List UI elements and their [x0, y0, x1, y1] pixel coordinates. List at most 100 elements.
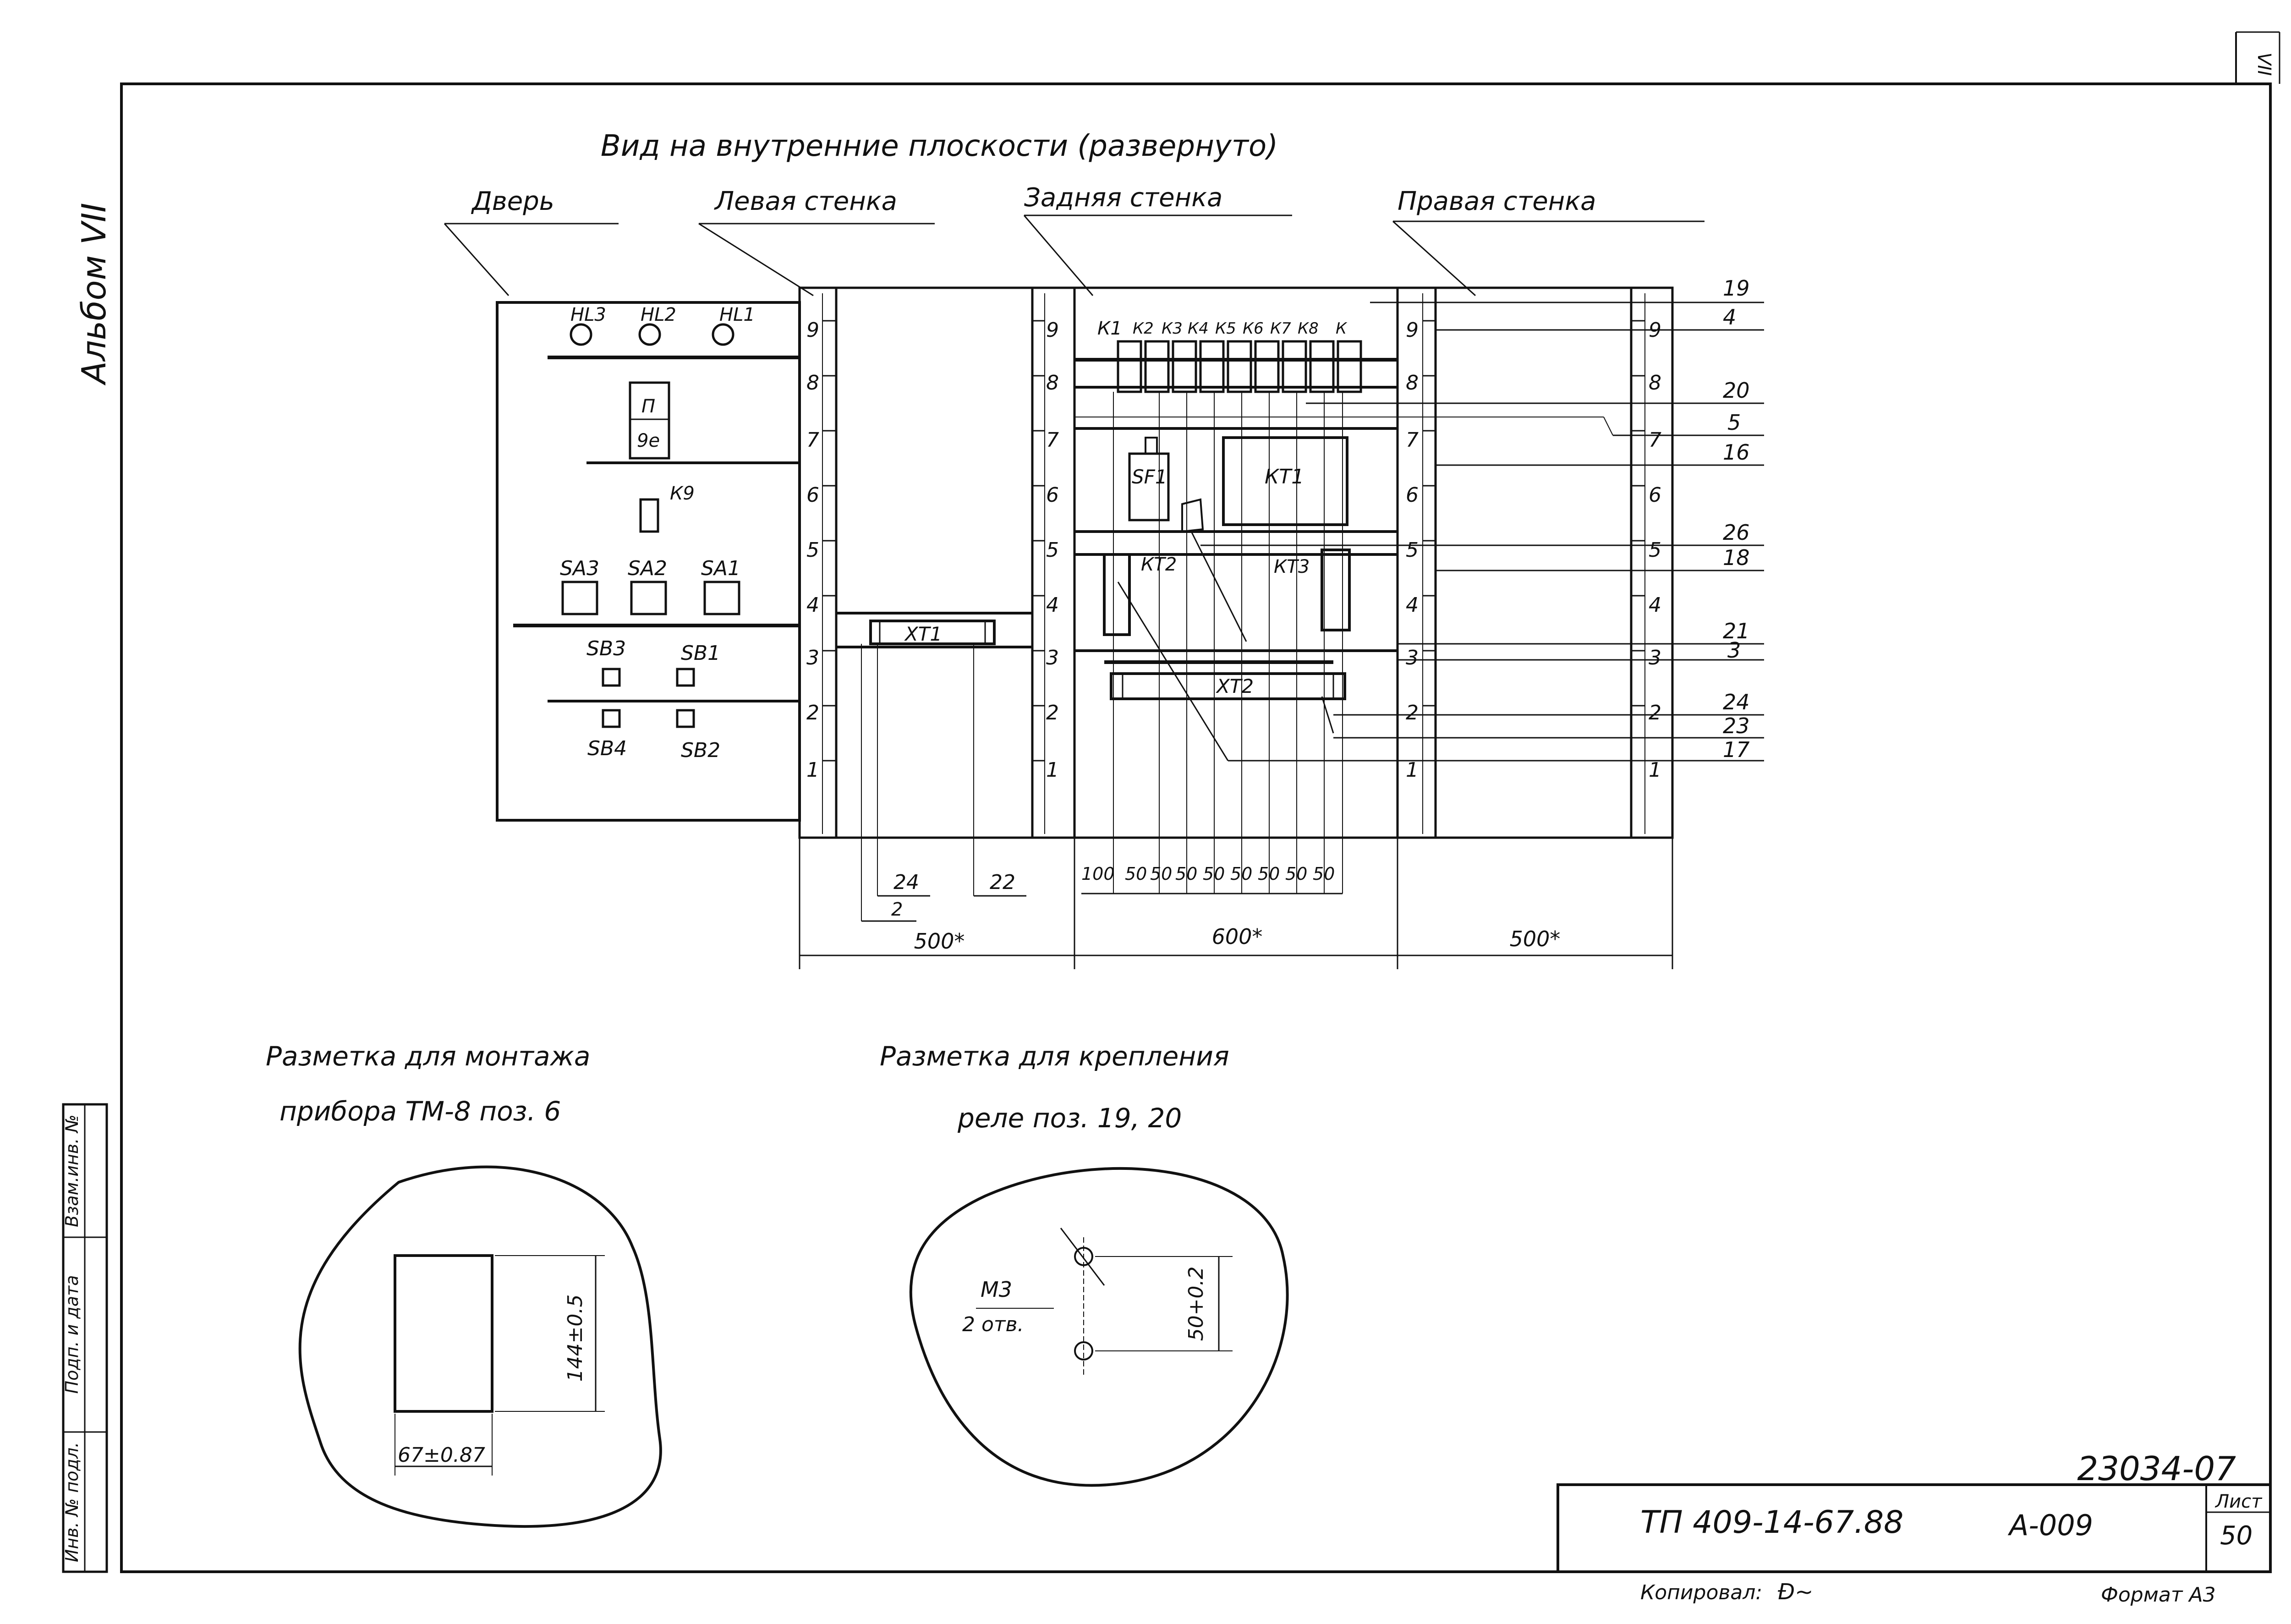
callout-21: 21 — [1723, 619, 1750, 643]
callout-18: 18 — [1723, 545, 1750, 570]
dim-back-50e: 50 — [1230, 864, 1252, 884]
sa3-switch — [561, 581, 598, 615]
relay-k: К — [1336, 319, 1348, 338]
relay-k3: К3 — [1162, 319, 1183, 338]
dim-right-wall: 500* — [1510, 927, 1561, 951]
rw-num-9: 9 — [1406, 318, 1419, 342]
rail-scale-3 — [1422, 293, 1436, 834]
lw2-num-9: 9 — [1046, 318, 1059, 342]
dim-back-50h: 50 — [1313, 864, 1335, 884]
dim-back-100: 100 — [1081, 864, 1115, 884]
label-right-wall: Правая стенка — [1398, 187, 1596, 216]
tm8-marking-area — [298, 1165, 662, 1528]
rw-num-5: 5 — [1406, 538, 1419, 562]
title-sheet-label: Лист — [2214, 1491, 2263, 1512]
lw2-num-5: 5 — [1046, 538, 1059, 562]
rw-num-7: 7 — [1406, 428, 1419, 452]
label-door: Дверь — [471, 187, 554, 216]
title-sheet-number: 50 — [2220, 1521, 2253, 1551]
door-sa2-label: SA2 — [628, 557, 667, 580]
dim-24: 24 — [893, 871, 919, 894]
right-callout-lines — [1074, 302, 1764, 762]
door-hl3-label: HL3 — [570, 304, 606, 325]
kt1-label: КТ1 — [1265, 465, 1304, 488]
footer-copied-sign: Ð~ — [1778, 1579, 1813, 1605]
relay-k1: К1 — [1097, 318, 1122, 339]
callout-19: 19 — [1723, 276, 1750, 301]
lw-num-6: 6 — [806, 483, 819, 507]
callout-5: 5 — [1727, 410, 1741, 435]
lw2-num-2: 2 — [1046, 701, 1059, 724]
rw-num-4: 4 — [1406, 593, 1419, 617]
hl2-lamp — [638, 323, 661, 346]
cabinet-walls — [798, 286, 1674, 839]
relay-title-2: реле поз. 19, 20 — [957, 1103, 1182, 1134]
album-label: Альбом VII — [75, 203, 113, 385]
callout-20: 20 — [1723, 378, 1750, 403]
hl3-lamp — [570, 323, 592, 346]
callout-3: 3 — [1727, 638, 1741, 663]
left-wall-terminal — [836, 612, 1032, 648]
sb4-button — [602, 709, 621, 728]
sb1-button — [676, 668, 695, 687]
lw-num-3: 3 — [806, 646, 819, 669]
hl1-lamp — [712, 323, 734, 346]
lw-num-2: 2 — [806, 701, 819, 724]
rail-scale-2 — [1032, 293, 1045, 834]
callout-26: 26 — [1723, 520, 1750, 545]
title-block — [1557, 1483, 2272, 1573]
door-sb4-label: SB4 — [587, 737, 627, 760]
corner-mark: VII — [2253, 53, 2275, 76]
lw2-num-8: 8 — [1046, 371, 1059, 395]
dim-back-50f: 50 — [1258, 864, 1280, 884]
sb2-button — [676, 709, 695, 728]
door-sb3-label: SB3 — [586, 637, 626, 660]
lw-num-1: 1 — [806, 758, 819, 782]
k9-device — [639, 498, 659, 533]
tm8-title-1: Разметка для монтажа — [266, 1041, 590, 1072]
callout-4: 4 — [1723, 305, 1736, 329]
kt2-timer — [1103, 553, 1131, 636]
rw2-num-4: 4 — [1649, 593, 1661, 617]
xt2-terminal — [1110, 672, 1346, 700]
rail-scale-1 — [822, 293, 836, 834]
sa1-switch — [703, 581, 740, 615]
callout-23: 23 — [1723, 713, 1750, 738]
dim-left-wall: 500* — [914, 929, 965, 954]
relay-k5: К5 — [1215, 319, 1236, 338]
rail-scale-4 — [1631, 293, 1645, 834]
xt1-label: ХТ1 — [904, 623, 942, 645]
lw2-num-3: 3 — [1046, 646, 1059, 669]
rw2-num-1: 1 — [1649, 758, 1661, 782]
rw-num-2: 2 — [1406, 701, 1419, 724]
lw-num-5: 5 — [806, 538, 819, 562]
footer-copied: Копировал: — [1640, 1581, 1762, 1604]
rw-num-6: 6 — [1406, 483, 1419, 507]
door-9e-label: 9е — [637, 430, 660, 451]
kt3-label: КТ3 — [1274, 556, 1310, 577]
dim-back-50g: 50 — [1285, 864, 1307, 884]
sb3-button — [602, 668, 621, 687]
dim-back-50a: 50 — [1125, 864, 1147, 884]
relay-dim: 50+0.2 — [1184, 1267, 1208, 1341]
relay-thread: М3 — [981, 1277, 1012, 1302]
callout-17: 17 — [1723, 737, 1750, 762]
dim-2: 2 — [891, 899, 903, 920]
stamp-sign-date: Подп. и дата — [62, 1275, 82, 1394]
tm8-dim-height: 144±0.5 — [564, 1295, 587, 1382]
rw-num-8: 8 — [1406, 371, 1419, 395]
relay-k2: К2 — [1133, 319, 1154, 338]
sa2-switch — [630, 581, 667, 615]
title-sheet-code: А-009 — [2007, 1509, 2093, 1542]
dim-back-50c: 50 — [1175, 864, 1197, 884]
back-wall-devices — [1074, 340, 1398, 894]
footer-format: Формат А3 — [2101, 1583, 2216, 1607]
lw2-num-1: 1 — [1046, 758, 1059, 782]
rw-num-1: 1 — [1406, 758, 1419, 782]
callout-16: 16 — [1723, 440, 1750, 465]
door-sa1-label: SA1 — [701, 557, 740, 580]
title-code: ТП 409-14-67.88 — [1640, 1504, 1903, 1541]
lw-num-9: 9 — [806, 318, 819, 342]
lw2-num-6: 6 — [1046, 483, 1059, 507]
